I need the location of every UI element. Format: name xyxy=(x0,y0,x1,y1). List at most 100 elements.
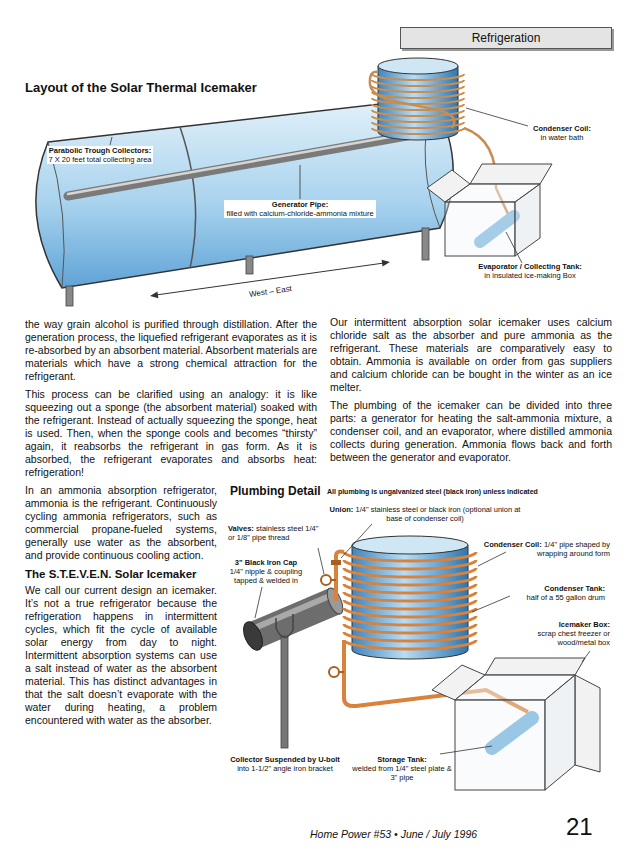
callout-text: Valves: xyxy=(228,524,254,533)
leader-line xyxy=(472,596,510,612)
icemaker-box xyxy=(575,675,600,772)
pipe-fitting xyxy=(331,560,341,565)
diagram-title: Layout of the Solar Thermal Icemaker xyxy=(25,80,257,95)
direction-arrow xyxy=(150,260,390,299)
body-paragraph: The plumbing of the icemaker can be divi… xyxy=(330,399,612,464)
generator-cylinder xyxy=(255,601,335,635)
condenser-coil xyxy=(372,92,464,98)
callout-text: Condenser Coil: xyxy=(484,540,542,549)
leader-line xyxy=(255,587,262,618)
footer-text: Home Power #53 • June / July 1996 xyxy=(310,828,477,840)
condenser-coil xyxy=(372,86,464,92)
evaporator-box xyxy=(515,184,540,256)
icemaker-box xyxy=(485,658,585,675)
callout-text: into 1-1/2" angle iron bracket xyxy=(230,764,340,773)
callout-text: Union: xyxy=(330,505,354,514)
trough-collector xyxy=(180,127,196,268)
evaporator-box xyxy=(445,202,515,256)
valve-callout: Valves:stainless steel 1/4" or 1/8" pipe… xyxy=(228,524,324,542)
body-paragraph: We call our current design an icemaker. … xyxy=(25,584,317,727)
cap-callout: 3" Black Iron Cap1/4" nipple & coupling … xyxy=(222,558,310,585)
condenser-coil xyxy=(372,80,464,86)
callout-text: Condenser Coil: xyxy=(533,124,591,133)
leader-line xyxy=(318,548,324,574)
pipe-fitting xyxy=(331,579,336,581)
icemaker-box xyxy=(455,700,545,790)
callout-text: filled with calcium-chloride-ammonia mix… xyxy=(226,209,373,218)
pipe-fitting xyxy=(321,575,331,585)
callout-text: Parabolic Trough Collectors: xyxy=(49,146,152,155)
section-heading: Plumbing Detail xyxy=(230,484,321,499)
page-number: 21 xyxy=(566,812,593,841)
subheading: The S.T.E.V.E.N. Solar Icemaker xyxy=(25,567,317,582)
direction-label: West – East xyxy=(248,284,292,300)
callout-text: half of a 55 gallon drum xyxy=(527,593,605,602)
callout-text: Storage Tank: xyxy=(352,755,452,764)
callout-text: 1/4" nipple & coupling tapped & welded i… xyxy=(222,567,310,585)
coil-callout: Condenser Coil:1/4" pipe shaped by wrapp… xyxy=(480,540,610,558)
page-number: 21 xyxy=(566,813,593,840)
generator-cylinder xyxy=(240,619,266,653)
condenser-callout: Condenser Coil:in water bath xyxy=(533,124,591,142)
direction-arrow xyxy=(150,291,158,298)
callout-text: Condenser Tank: xyxy=(527,584,605,593)
section-heading: Plumbing Detail xyxy=(230,484,321,498)
callout-text: 1/4" pipe shaped by wrapping around form xyxy=(537,540,610,558)
leader-line xyxy=(506,232,522,263)
icemaker-box xyxy=(432,658,600,790)
support-leg xyxy=(66,286,73,306)
callout-text: Evaporator / Collecting Tank: xyxy=(478,262,582,271)
condenser-tank xyxy=(378,58,458,74)
evaporator-box xyxy=(427,164,552,256)
condenser-coil xyxy=(372,116,464,122)
collector-callout: Parabolic Trough Collectors:7 X 20 feet … xyxy=(47,146,154,164)
pipe-fitting xyxy=(321,560,344,677)
union-callout: Union:1/4" stainless steel or black iron… xyxy=(328,505,523,523)
leader-line xyxy=(255,524,590,754)
callout-text: Icemaker Box: xyxy=(515,620,610,629)
leader-line xyxy=(300,165,301,199)
condenser-drum xyxy=(352,536,468,554)
condenser-coil xyxy=(372,122,464,128)
copper-coil xyxy=(344,592,476,601)
callout-text: 3" Black Iron Cap xyxy=(222,558,310,567)
callout-text: Generator Pipe: xyxy=(226,200,373,209)
pipe-fitting xyxy=(339,671,344,673)
condenser-coil xyxy=(370,72,454,128)
evaporator-box xyxy=(470,164,552,184)
callout-text: 7 X 20 feet total collecting area xyxy=(49,155,152,164)
generator-callout: Generator Pipe:filled with calcium-chlor… xyxy=(224,200,375,218)
section-name: Refrigeration xyxy=(472,31,541,45)
callout-text: 1/4" stainless steel or black iron (opti… xyxy=(356,505,521,523)
copper-coil xyxy=(344,552,476,561)
storage-callout: Storage Tank:welded from 1/4" steel plat… xyxy=(352,755,452,782)
text-column: Our intermittent absorption solar icemak… xyxy=(330,316,612,469)
bracket-callout: Collector Suspended by U-boltinto 1-1/2"… xyxy=(230,755,340,773)
plumbing-note: All plumbing is ungalvanized steel (blac… xyxy=(327,488,538,497)
leader-line xyxy=(110,108,528,263)
copper-coil xyxy=(344,640,476,649)
leader-line xyxy=(341,524,372,558)
leader-line xyxy=(582,651,590,662)
copper-coil xyxy=(344,576,476,585)
callout-text: in water bath xyxy=(533,133,591,142)
direction-arrow xyxy=(382,260,390,267)
generator-cylinder xyxy=(252,595,332,629)
pipe-fitting xyxy=(329,667,339,677)
copper-coil xyxy=(344,568,476,577)
copper-coil xyxy=(336,552,344,602)
body-paragraph: In an ammonia absorption refrigerator, a… xyxy=(25,484,317,562)
support-leg xyxy=(66,228,429,306)
copper-coil xyxy=(344,600,476,609)
callout-text: All plumbing is ungalvanized steel (blac… xyxy=(327,488,538,495)
callout-text: scrap chest freezer or wood/metal box xyxy=(515,629,610,647)
wrap-spacer xyxy=(217,478,317,854)
leader-line xyxy=(110,137,112,145)
leader-line xyxy=(440,746,492,754)
angle-bracket xyxy=(276,614,293,748)
callout-text: welded from 1/4" steel plate & 3" pipe xyxy=(352,764,452,782)
leader-line xyxy=(478,552,506,566)
copper-coil xyxy=(344,608,476,617)
box-callout: Icemaker Box:scrap chest freezer or wood… xyxy=(515,620,610,647)
